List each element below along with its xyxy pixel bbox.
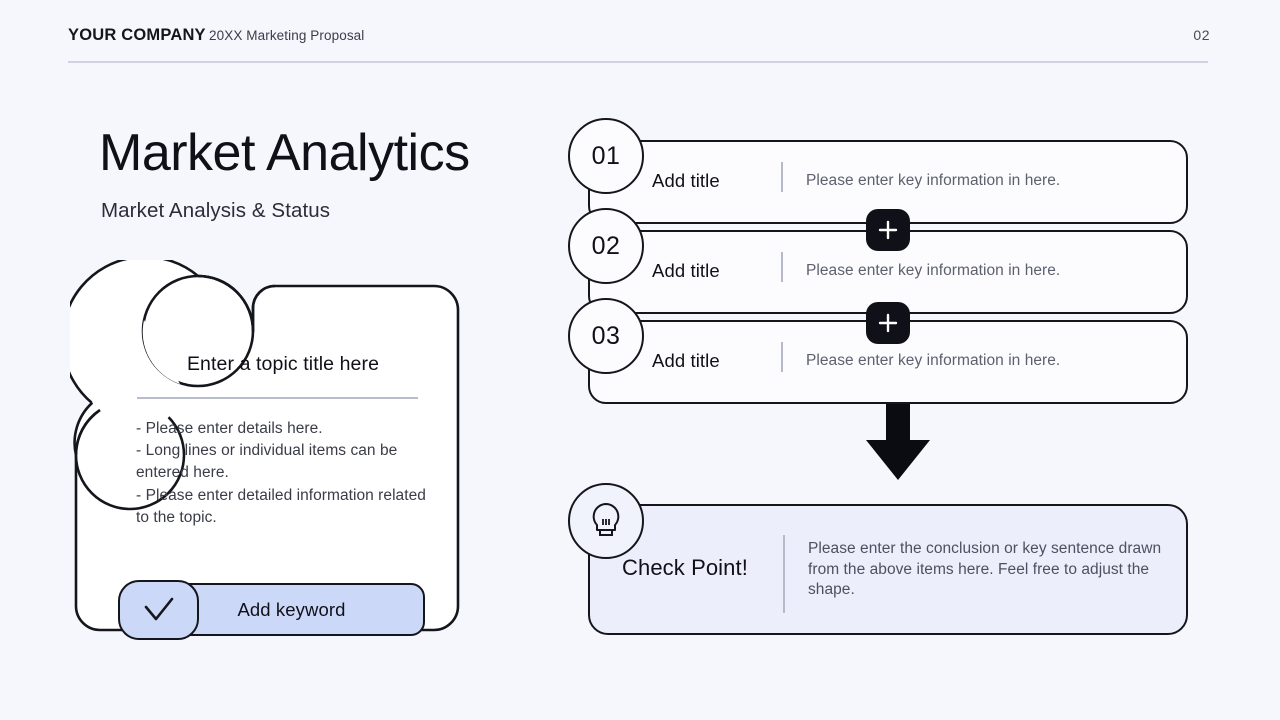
item-title: Add title	[652, 350, 720, 371]
item-description: Please enter key information in here.	[806, 262, 1061, 279]
plus-icon[interactable]	[866, 209, 910, 251]
number-badge: 03	[568, 298, 644, 374]
item-description: Please enter key information in here.	[806, 352, 1061, 369]
topic-card[interactable]: Enter a topic title here - Please enter …	[70, 260, 460, 632]
item-title: Add title	[652, 260, 720, 281]
header-divider	[68, 61, 1208, 63]
item-title: Add title	[652, 170, 720, 191]
add-keyword-label: Add keyword	[237, 598, 346, 620]
checkpoint-card[interactable]: Check Point! Please enter the conclusion…	[568, 483, 1192, 635]
checkpoint-divider	[783, 535, 785, 613]
number-badge: 02	[568, 208, 644, 284]
page-subtitle: Market Analysis & Status	[101, 199, 331, 222]
number-badge: 01	[568, 118, 644, 194]
item-divider	[781, 342, 783, 372]
lightbulb-icon	[568, 483, 644, 559]
item-divider	[781, 162, 783, 192]
item-divider	[781, 252, 783, 282]
lightbulb-icon-glyph	[592, 503, 620, 536]
topic-card-title: Enter a topic title here	[186, 353, 380, 375]
arrow-down-icon	[866, 404, 930, 480]
check-icon-glyph	[144, 597, 173, 621]
checkpoint-description: Please enter the conclusion or key sente…	[808, 540, 1162, 598]
topic-card-body: - Please enter details here. - Long line…	[136, 420, 426, 526]
plus-icon-glyph	[878, 220, 898, 240]
page-title: Market Analytics	[99, 124, 470, 182]
topic-card-divider	[137, 397, 418, 399]
header-subtitle: 20XX Marketing Proposal	[209, 28, 365, 43]
check-icon	[118, 580, 199, 640]
item-description: Please enter key information in here.	[806, 172, 1061, 189]
topic-card-shape	[70, 260, 460, 632]
plus-icon[interactable]	[866, 302, 910, 344]
slide-header: YOUR COMPANY 20XX Marketing Proposal 02	[68, 26, 1212, 66]
plus-icon-glyph	[878, 313, 898, 333]
page-number: 02	[1193, 27, 1210, 43]
checkpoint-card-body[interactable]	[588, 504, 1188, 635]
add-keyword-button[interactable]: Add keyword	[118, 580, 425, 640]
add-keyword-pill[interactable]	[158, 583, 425, 636]
company-name: YOUR COMPANY	[68, 26, 206, 44]
checkpoint-title: Check Point!	[622, 555, 748, 580]
